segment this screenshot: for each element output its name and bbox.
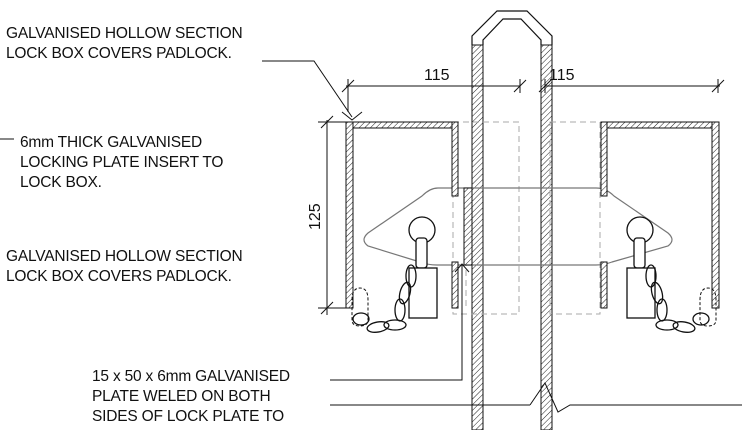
weld-plates (463, 187, 473, 266)
dim-height: 125 (307, 203, 324, 230)
left-chain (352, 264, 417, 333)
left-lock-box (345, 121, 459, 309)
callout-line: LOCK BOX COVERS PADLOCK. (6, 268, 232, 285)
callout-line: LOCK BOX COVERS PADLOCK. (6, 45, 232, 62)
callout-locking-plate: 6mm THICK GALVANISED LOCKING PLATE INSER… (20, 133, 223, 193)
left-bolt-hole (351, 287, 369, 327)
dimension-lines (318, 79, 725, 315)
callout-line: PLATE WELED ON BOTH (92, 388, 271, 405)
callout-line: GALVANISED HOLLOW SECTION (6, 248, 243, 265)
callout-line: LOCKING PLATE INSERT TO (20, 154, 224, 171)
callout-line: GALVANISED HOLLOW SECTION (6, 25, 243, 42)
post (471, 44, 553, 430)
dim-right-width: 115 (549, 67, 575, 84)
callout-line: 6mm THICK GALVANISED (20, 134, 203, 151)
callout-line: 15 x 50 x 6mm GALVANISED (92, 368, 290, 385)
callout-line: LOCK BOX. (20, 174, 102, 191)
left-padlock (408, 216, 438, 319)
leader-lines (0, 60, 742, 413)
right-chain (645, 264, 710, 333)
post-cap (471, 10, 553, 45)
right-bolt-hole (699, 287, 717, 327)
callout-line: SIDES OF LOCK PLATE TO (92, 408, 284, 425)
callout-lower-lock-box: GALVANISED HOLLOW SECTION LOCK BOX COVER… (6, 247, 243, 287)
right-padlock (626, 216, 656, 319)
locking-plate (363, 187, 673, 266)
dim-left-width: 115 (424, 67, 450, 84)
right-lock-box (600, 121, 720, 309)
callout-weld-plate: 15 x 50 x 6mm GALVANISED PLATE WELED ON … (92, 367, 290, 427)
callout-top-lock-box: GALVANISED HOLLOW SECTION LOCK BOX COVER… (6, 24, 243, 64)
